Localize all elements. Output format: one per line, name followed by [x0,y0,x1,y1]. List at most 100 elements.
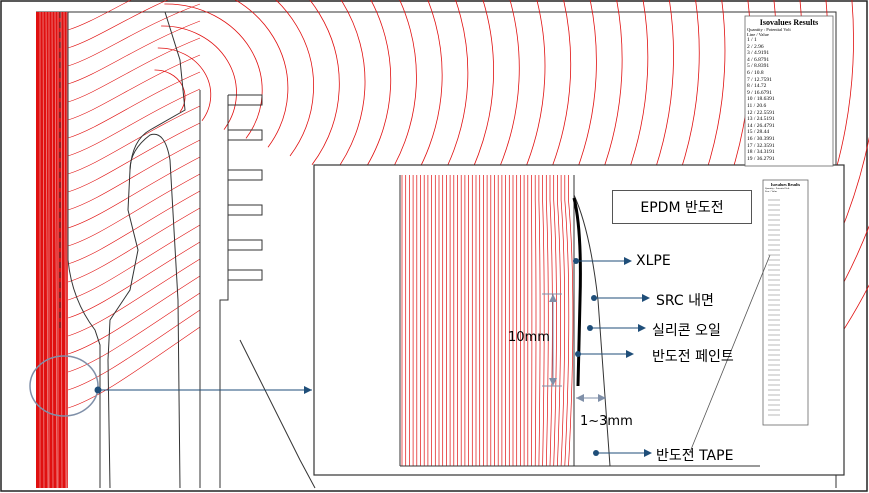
field-line [67,241,201,319]
main-legend-row: 12 / 22.5591 [747,109,775,116]
inset-legend-quantity: Quantity : Potential Volt [765,187,790,190]
field-line [67,292,201,373]
field-line [67,258,201,337]
main-legend-row: 13 / 24.5191 [747,116,775,123]
inset-legend-header: Line / Value [765,190,778,193]
inset-field-line [549,175,553,467]
main-legend-row: 3 / 4.9191 [747,50,770,57]
dim-10mm-label: 10mm [508,330,550,345]
inset-field-line [534,175,537,467]
field-line [67,326,201,409]
semiconducting-paint [572,197,582,387]
inset-legend-rows [768,199,780,416]
field-line [67,71,201,139]
focus-circle [29,355,99,417]
src-label: SRC 내면 [656,293,714,309]
field-line [67,105,201,175]
epdm-title-box: EPDM 반도전 [612,190,752,224]
inset-field-line [568,175,574,467]
lower-taper [239,339,316,489]
equipotential-lines-main [67,0,869,409]
main-legend-row: 7 / 12.7591 [747,76,772,83]
main-legend-row: 17 / 32.3591 [747,142,775,149]
inset-field-line [557,175,561,467]
equipotential-arc [443,0,494,218]
zoom-pointer-dot [94,386,102,394]
field-line [67,3,201,67]
main-legend-row: 8 / 14.72 [747,83,767,90]
equipotential-arc [575,0,649,271]
field-line [67,207,201,283]
main-legend-row: 1 / 1 [747,37,757,43]
inset-field-line [553,175,557,467]
inset-field-line [564,175,570,467]
equipotential-arc [161,25,237,130]
equipotential-arc [377,0,417,192]
main-legend-row: 14 / 26.4791 [747,122,775,129]
inset-legend: Isovalues Results Quantity : Potential V… [765,182,806,193]
dim-10mm-marker [542,293,562,387]
band-hatch [63,11,67,489]
field-line [67,122,201,193]
dim-10mm-arrow-bottom [549,378,557,386]
equipotential-arc [154,69,186,113]
equipotential-arc [157,47,212,122]
main-legend: Isovalues Results Quantity : Potential V… [747,18,831,162]
equipotential-arc [619,0,700,289]
equipotential-arc [663,0,752,306]
equipotential-arc [421,0,469,210]
zoom-pointer-arrow [304,386,312,394]
xlpe-label: XLPE [636,253,671,269]
field-line [67,275,201,355]
semicon-paint-label: 반도전 페인트 [652,349,734,365]
main-legend-quantity: Quantity : Potential Volt [747,27,791,32]
equipotential-arc [399,0,443,201]
equipotential-arc [487,0,546,236]
equipotential-arc [164,3,263,139]
dim-gap-arrow-right [598,394,606,402]
main-legend-row: 10 / 18.6391 [747,96,775,103]
inset-field-line [538,175,541,467]
dim-10mm-arrow-top [549,294,557,302]
dim-gap-arrow-left [576,394,584,402]
equipotential-arc [355,0,392,183]
main-legend-row: 19 / 36.2791 [747,155,775,162]
label-pointers [576,260,650,454]
equipotential-arc [531,0,597,254]
insulator-body-left [107,11,186,489]
band-hatch [60,11,63,489]
inset-legend-title: Isovalues Results [770,182,801,187]
dim-gap-label: 1~3mm [580,414,633,429]
sheds [219,94,263,488]
band-hatch [45,11,49,489]
inset-legend-box [762,179,809,426]
main-legend-row: 16 / 30.3991 [747,135,775,142]
equipotential-arc [309,0,340,166]
main-legend-row: 5 / 8.8391 [747,63,770,70]
main-legend-row: 11 / 20.6 [747,102,767,109]
equipotential-arc [773,136,869,350]
stress-cone-outline [67,12,101,488]
field-line [67,88,201,157]
main-legend-row: 4 / 6.8791 [747,56,770,63]
inset-field-lines [401,175,574,467]
semicon-tape-label: 반도전 TAPE [656,448,734,464]
band-lines [39,11,68,489]
inset-cone-outline [573,194,611,467]
band-hatch [54,11,58,489]
main-legend-row: 18 / 34.3191 [747,149,775,156]
field-line [67,190,201,265]
field-line [67,0,169,49]
geometry-outlines [59,11,316,489]
insulator-inner-curve [129,133,181,489]
silicone-oil-label: 실리콘 오일 [652,323,721,339]
main-legend-row: 9 / 16.6791 [747,89,772,96]
inset-legend-leader [689,254,771,453]
inset-field-line [545,175,549,467]
inset-field-line [542,175,545,467]
field-line [67,173,201,247]
main-legend-title: Isovalues Results [759,18,819,27]
